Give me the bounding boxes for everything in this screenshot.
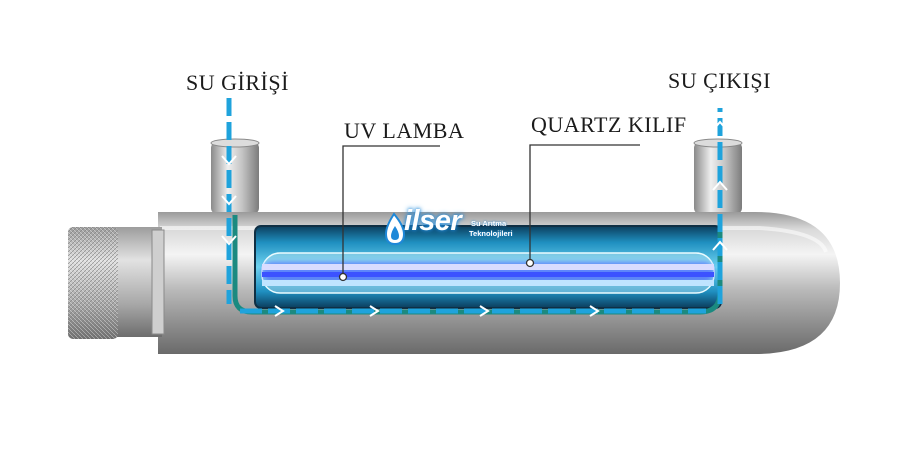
water-inlet-label: SU GİRİŞİ	[186, 70, 289, 95]
logo-tagline-line2: Teknolojileri	[469, 229, 513, 238]
inlet-pipe	[211, 142, 259, 214]
logo-tagline-line1: Su Arıtma	[471, 219, 507, 228]
flow-arrow-icon	[274, 305, 285, 317]
quartz-leader	[529, 144, 640, 262]
flow-arrow-icon	[589, 305, 600, 317]
water-drop-inner-icon	[391, 226, 399, 240]
uv-lamp-band-top	[262, 264, 714, 270]
housing-highlight	[160, 226, 828, 253]
uv-lamp-label: UV LAMBA	[344, 118, 465, 143]
end-cap-ring	[151, 229, 165, 335]
flow-arrow-icon	[221, 235, 237, 246]
flow-arrow-icon	[369, 305, 380, 317]
inlet-pipe-rim	[210, 138, 260, 148]
quartz-sleeve-label: QUARTZ KILIF	[531, 112, 687, 137]
flow-arrow-icon	[479, 305, 490, 317]
uv-lamp-core	[262, 272, 714, 277]
uv-lamp-leader	[342, 145, 440, 276]
flow-arrow-icon	[712, 240, 728, 251]
flow-arrow-icon	[221, 155, 237, 166]
knurled-nut-texture	[68, 227, 118, 339]
logo-wordmark: ilser	[404, 205, 462, 237]
flow-arrow-icon	[712, 120, 728, 131]
uv-lamp-band-bottom	[262, 280, 714, 286]
uv-lamp-leader-dot	[338, 272, 348, 282]
water-outlet-label: SU ÇIKIŞI	[668, 68, 771, 93]
flow-arrow-icon	[712, 180, 728, 191]
flow-arrow-icon	[221, 195, 237, 206]
quartz-leader-dot	[525, 258, 535, 268]
